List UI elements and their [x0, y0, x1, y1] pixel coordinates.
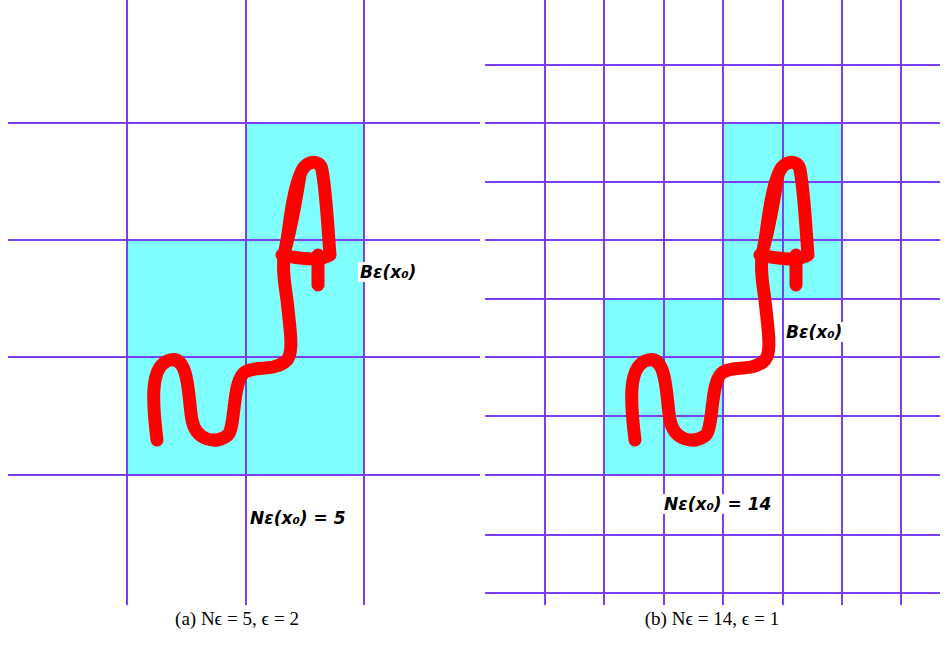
grid-lines [485, 0, 940, 605]
panel-caption: (b) Nϵ = 14, ϵ = 1 [645, 608, 779, 630]
panel-caption: (a) Nϵ = 5, ϵ = 2 [175, 608, 299, 630]
grid-lines [8, 0, 480, 605]
count-label: Nε(x₀) = 5 [248, 508, 348, 528]
ball-label: Bε(x₀) [784, 322, 844, 342]
count-label: Nε(x₀) = 14 [662, 494, 773, 514]
fractal-curve [154, 162, 808, 440]
ball-label: Bε(x₀) [358, 262, 418, 282]
